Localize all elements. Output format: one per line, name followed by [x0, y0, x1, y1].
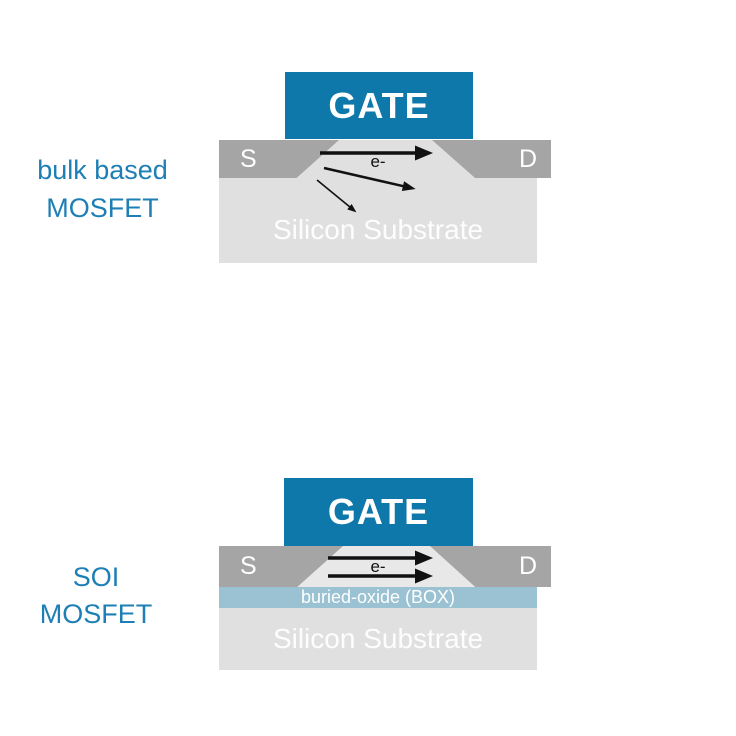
soi-substrate-region: Silicon Substrate	[219, 608, 537, 670]
bulk-electron-label: e-	[370, 152, 386, 171]
soi-electron-label: e-	[370, 557, 386, 576]
soi-mosfet-label: SOI MOSFET	[20, 559, 172, 633]
soi-gate-electrode: GATE	[284, 478, 473, 546]
electron-flow-arrow-lower	[328, 568, 433, 584]
leakage-arrow-small	[316, 179, 357, 213]
soi-drain-label: D	[518, 552, 537, 580]
bulk-substrate-label: Silicon Substrate	[272, 214, 484, 245]
bulk-gate-electrode: GATE	[285, 72, 473, 139]
bulk-source-label: S	[240, 144, 257, 173]
soi-mosfet-label-line2: MOSFET	[39, 599, 153, 629]
electron-flow-arrow	[320, 145, 433, 161]
soi-source-label: S	[240, 552, 257, 580]
leakage-arrow-mid	[323, 166, 416, 191]
bulk-current-arrows	[316, 145, 433, 213]
bulk-mosfet-label-line1: bulk based	[37, 155, 168, 185]
soi-substrate-label: Silicon Substrate	[272, 623, 484, 654]
bulk-drain-label: D	[518, 144, 537, 173]
electron-flow-arrow-upper	[328, 550, 433, 566]
bulk-mosfet-label: bulk based MOSFET	[20, 151, 185, 227]
buried-oxide-layer: buried-oxide (BOX)	[219, 587, 537, 608]
soi-mosfet-label-line1: SOI	[72, 562, 120, 592]
bulk-mosfet-label-line2: MOSFET	[46, 193, 159, 223]
soi-current-arrows	[328, 550, 433, 584]
